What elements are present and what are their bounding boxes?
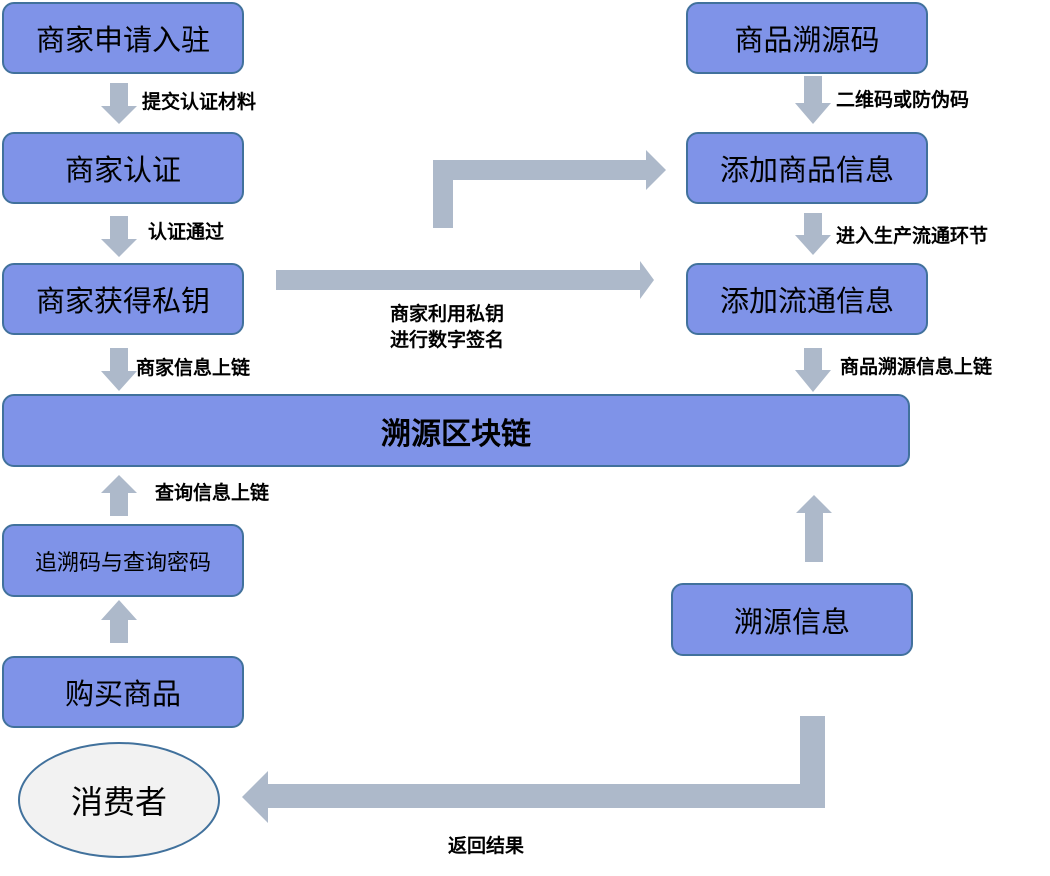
node-merchant-apply: 商家申请入驻 [2, 2, 244, 74]
node-buy-goods-text: 购买商品 [64, 677, 181, 711]
node-merchant-key: 商家获得私钥 [2, 263, 244, 335]
node-blockchain: 溯源区块链 [2, 394, 910, 467]
node-buy-goods: 购买商品 [2, 656, 244, 728]
arrow-bent-to-add-product [433, 150, 666, 228]
node-add-product-info-text: 添加商品信息 [719, 153, 894, 187]
label-enter-circulation: 进入生产流通环节 [836, 225, 989, 247]
node-merchant-apply-text: 商家申请入驻 [35, 23, 210, 57]
arrow-return-result [242, 716, 825, 823]
node-add-product-info: 添加商品信息 [686, 132, 928, 204]
arrow-down-product-onchain [795, 348, 831, 392]
arrow-down-merchant-onchain [101, 348, 137, 391]
node-product-trace-code: 商品溯源码 [686, 2, 928, 74]
arrow-up-trace-info [796, 495, 832, 562]
label-query-onchain: 查询信息上链 [155, 482, 270, 504]
label-return-result: 返回结果 [448, 835, 525, 857]
node-trace-info-text: 溯源信息 [733, 604, 850, 639]
node-consumer-text: 消费者 [70, 783, 167, 821]
label-merchant-info-onchain: 商家信息上链 [136, 357, 251, 379]
node-add-circulation-info-text: 添加流通信息 [719, 284, 894, 318]
arrow-down-cert-passed [101, 216, 137, 257]
arrow-right-sign [276, 261, 654, 299]
arrow-down-qr [795, 76, 831, 124]
node-product-trace-code-text: 商品溯源码 [734, 23, 880, 57]
label-submit-materials: 提交认证材料 [142, 91, 257, 113]
label-digital-sign-line1: 商家利用私钥 [390, 303, 505, 325]
label-digital-sign: 商家利用私钥 进行数字签名 [390, 302, 504, 353]
node-trace-query-code: 追溯码与查询密码 [2, 524, 244, 597]
node-blockchain-text: 溯源区块链 [381, 416, 531, 452]
label-qr-or-anticounterfeit: 二维码或防伪码 [836, 89, 970, 111]
label-digital-sign-line2: 进行数字签名 [390, 328, 505, 351]
node-merchant-cert: 商家认证 [2, 132, 244, 204]
arrow-up-query-onchain [101, 475, 137, 516]
arrow-down-enter-circulation [795, 213, 831, 255]
arrow-up-buy [101, 600, 137, 643]
node-merchant-cert-text: 商家认证 [64, 153, 181, 187]
node-add-circulation-info: 添加流通信息 [686, 263, 928, 335]
node-trace-query-code-text: 追溯码与查询密码 [34, 550, 211, 576]
node-trace-info: 溯源信息 [671, 583, 913, 656]
arrow-down-submit [101, 83, 137, 124]
node-merchant-key-text: 商家获得私钥 [35, 284, 210, 318]
node-consumer: 消费者 [18, 742, 220, 858]
label-cert-passed: 认证通过 [148, 221, 225, 243]
label-product-trace-onchain: 商品溯源信息上链 [840, 356, 993, 378]
